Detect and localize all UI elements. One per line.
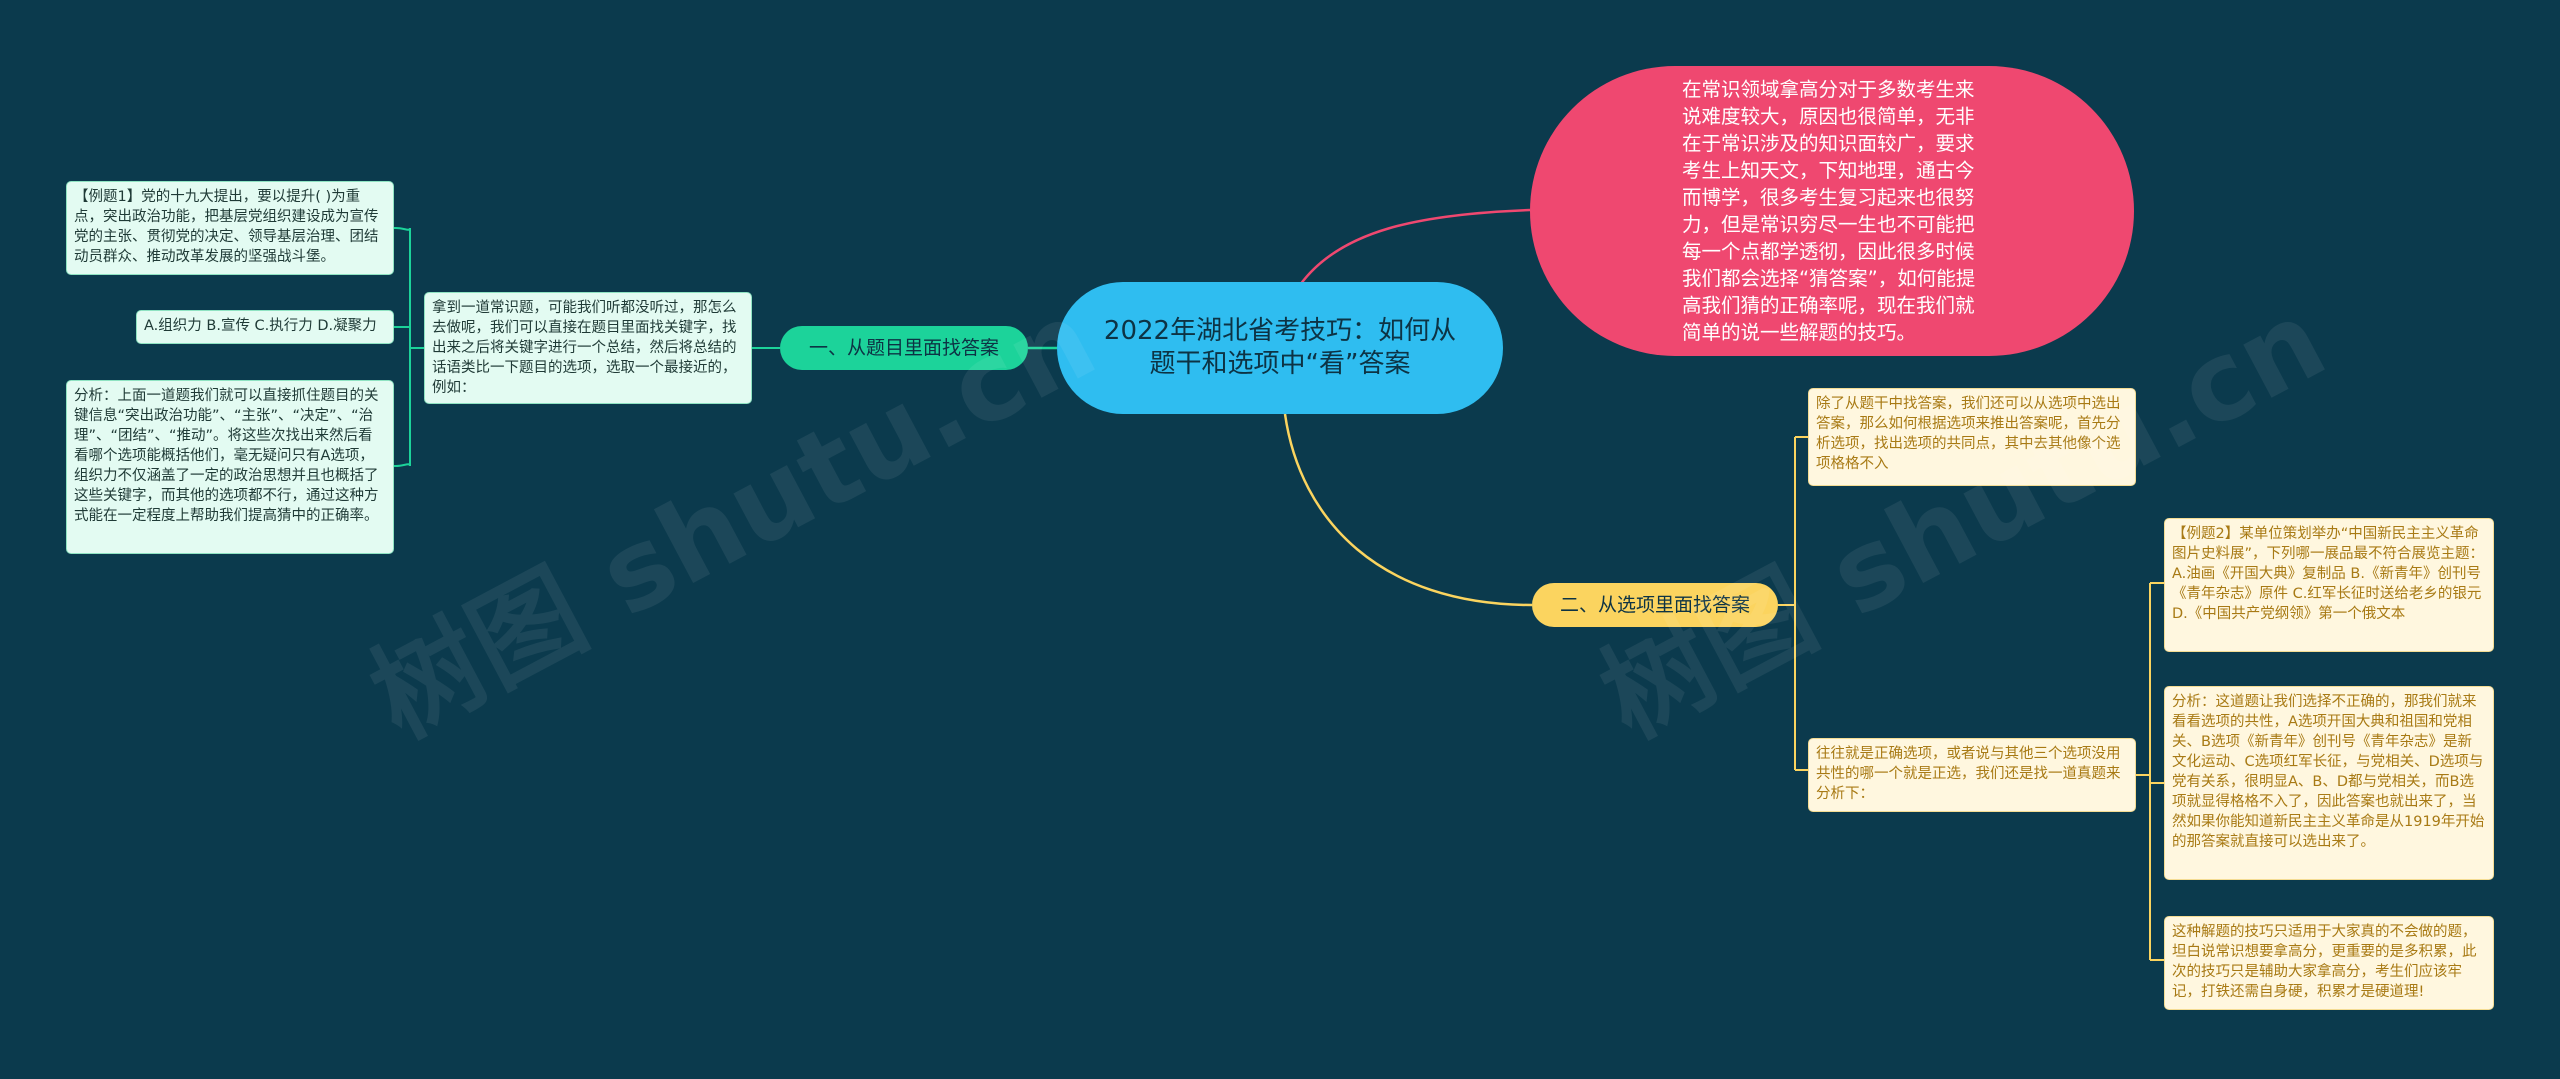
example1-analysis-card[interactable]: 分析：上面一道题我们就可以直接抓住题目的关键信息“突出政治功能”、“主张”、“决… [66, 380, 394, 554]
link-branch2-children [1778, 436, 1808, 771]
example2-analysis-card[interactable]: 分析：这道题让我们选择不正确的，那我们就来看看选项的共性，A选项开国大典和祖国和… [2164, 686, 2494, 880]
technique-note-text: 这种解题的技巧只适用于大家真的不会做的题，坦白说常识想要拿高分，更重要的是多积累… [2172, 924, 2477, 1000]
branch1-summary-text: 拿到一道常识题，可能我们听都没听过，那怎么去做呢，我们可以直接在题目里面找关键字… [432, 300, 737, 396]
branch-question-stem-label: 一、从题目里面找答案 [808, 337, 999, 359]
example1-options-text: A.组织力 B.宣传 C.执行力 D.凝聚力 [144, 318, 377, 334]
link-center-branch2 [1283, 413, 1533, 607]
branch2-lead-card[interactable]: 往往就是正确选项，或者说与其他三个选项没用共性的哪一个就是正选，我们还是找一道真… [1808, 738, 2136, 812]
branch1-summary-card[interactable]: 拿到一道常识题，可能我们听都没听过，那怎么去做呢，我们可以直接在题目里面找关键字… [424, 292, 752, 404]
branch2-lead-text: 往往就是正确选项，或者说与其他三个选项没用共性的哪一个就是正选，我们还是找一道真… [1816, 746, 2121, 802]
example1-card[interactable]: 【例题1】党的十九大提出，要以提升( )为重点，突出政治功能，把基层党组织建设成… [66, 181, 394, 275]
example1-text: 【例题1】党的十九大提出，要以提升( )为重点，突出政治功能，把基层党组织建设成… [74, 189, 379, 265]
central-topic[interactable]: 2022年湖北省考技巧：如何从题干和选项中“看”答案 [1057, 282, 1503, 414]
technique-note-card[interactable]: 这种解题的技巧只适用于大家真的不会做的题，坦白说常识想要拿高分，更重要的是多积累… [2164, 916, 2494, 1010]
branch2-intro-card[interactable]: 除了从题干中找答案，我们还可以从选项中选出答案，那么如何根据选项来推出答案呢，首… [1808, 388, 2136, 486]
link-lead-subcards [2136, 582, 2164, 961]
example2-card[interactable]: 【例题2】某单位策划举办“中国新民主主义革命图片史料展”，下列哪一展品最不符合展… [2164, 518, 2494, 652]
example2-analysis-text: 分析：这道题让我们选择不正确的，那我们就来看看选项的共性，A选项开国大典和祖国和… [2172, 694, 2485, 850]
example1-options-card[interactable]: A.组织力 B.宣传 C.执行力 D.凝聚力 [136, 310, 394, 344]
branch2-intro-text: 除了从题干中找答案，我们还可以从选项中选出答案，那么如何根据选项来推出答案呢，首… [1816, 396, 2121, 472]
example1-analysis-text: 分析：上面一道题我们就可以直接抓住题目的关键信息“突出政治功能”、“主张”、“决… [74, 388, 379, 524]
branch-question-stem[interactable]: 一、从题目里面找答案 [780, 326, 1028, 370]
branch-options-label: 二、从选项里面找答案 [1559, 594, 1750, 616]
central-topic-text: 2022年湖北省考技巧：如何从题干和选项中“看”答案 [1103, 316, 1457, 379]
link-center-intro [1298, 208, 1531, 286]
intro-text: 在常识领域拿高分对于多数考生来说难度较大，原因也很简单，无非在于常识涉及的知识面… [1682, 78, 1976, 344]
example2-text: 【例题2】某单位策划举办“中国新民主主义革命图片史料展”，下列哪一展品最不符合展… [2172, 526, 2485, 622]
branch-options[interactable]: 二、从选项里面找答案 [1532, 583, 1778, 627]
link-summary-cards [394, 227, 424, 467]
intro-node[interactable]: 在常识领域拿高分对于多数考生来说难度较大，原因也很简单，无非在于常识涉及的知识面… [1530, 66, 2134, 356]
